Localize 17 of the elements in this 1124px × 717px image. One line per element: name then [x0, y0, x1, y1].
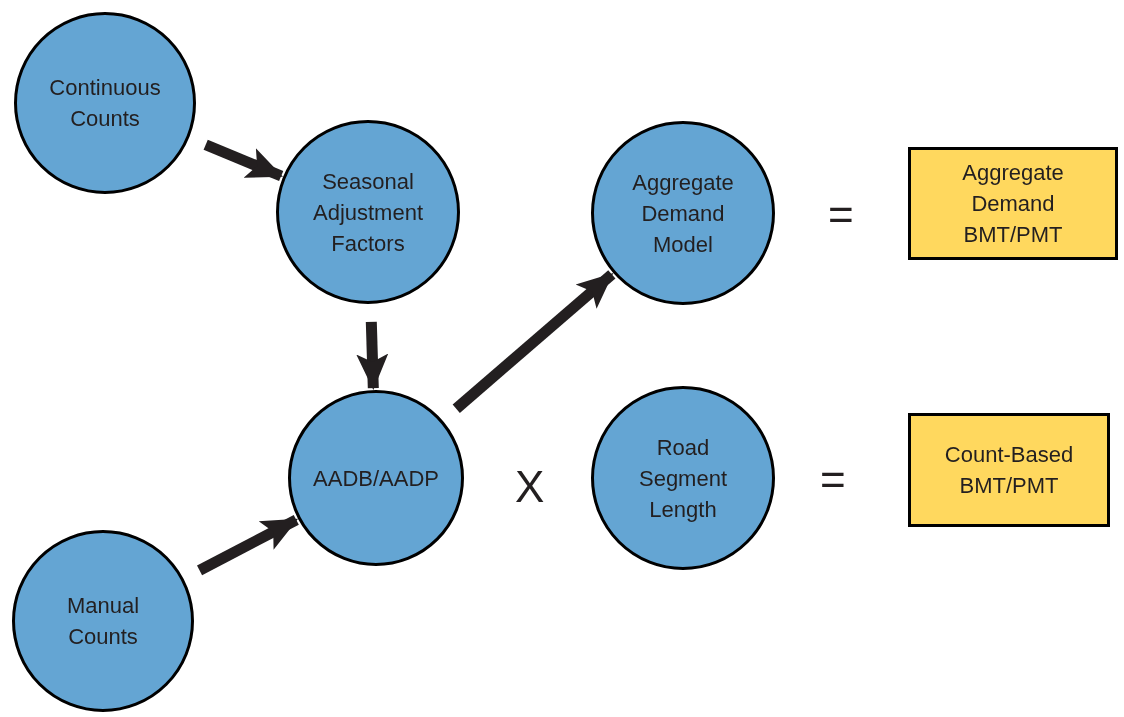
node-label: AADB/AADP — [313, 464, 439, 493]
node-label: Continuous Counts — [49, 74, 161, 133]
arrow — [356, 321, 389, 391]
node-label: Aggregate Demand Model — [631, 168, 735, 259]
operator-symbol: X — [515, 462, 545, 512]
node-label: Count-Based BMT/PMT — [943, 441, 1075, 500]
result-box — [908, 147, 1118, 260]
arrow — [452, 270, 616, 413]
node-label: Manual Counts — [65, 592, 141, 651]
node-label: Road Segment Length — [637, 433, 729, 524]
result-box — [908, 413, 1110, 527]
node-label: Aggregate Demand BMT/PMT — [961, 159, 1065, 249]
arrow — [203, 139, 284, 182]
node-label: Seasonal Adjustment Factors — [311, 167, 425, 258]
operator-symbol: = — [820, 455, 846, 505]
arrow — [197, 514, 299, 576]
operator-symbol: = — [828, 190, 854, 240]
